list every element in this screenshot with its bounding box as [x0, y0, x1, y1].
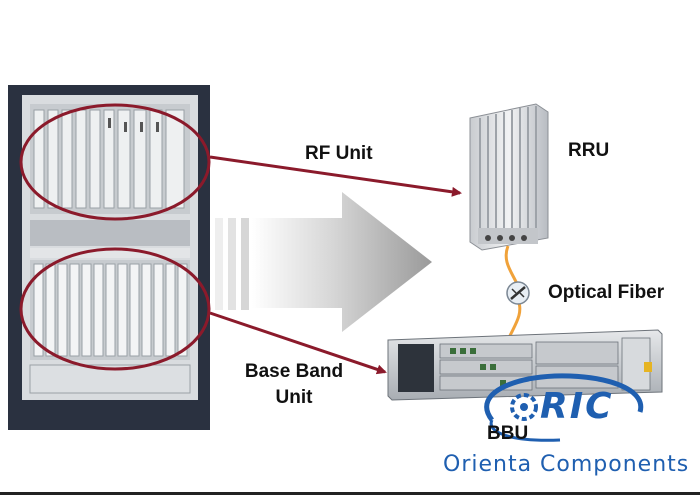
bottom-divider	[0, 492, 700, 495]
base-band-highlight	[19, 247, 211, 371]
rru-label: RRU	[568, 140, 610, 161]
rru-device	[469, 103, 549, 251]
base-band-unit-label: Base Band Unit	[238, 361, 350, 409]
bbu-label: BBU	[487, 423, 529, 444]
company-name: Orienta Components	[443, 452, 690, 477]
rf-unit-arrow	[209, 155, 462, 197]
rf-shelf-cards	[30, 104, 190, 214]
oric-logo-gear-icon	[510, 393, 538, 421]
base-band-arrow	[209, 311, 387, 375]
transition-arrow	[215, 192, 432, 332]
base-band-label-line2: Unit	[275, 387, 313, 408]
baseband-shelf-cards	[30, 260, 190, 360]
bbu-device	[387, 329, 663, 401]
rf-unit-highlight	[19, 103, 211, 221]
oric-logo	[484, 373, 644, 442]
optical-fiber	[504, 245, 530, 341]
logo-mark-text: RIC	[540, 386, 614, 427]
base-station-cabinet	[8, 85, 210, 430]
base-band-label-line1: Base Band	[244, 361, 344, 382]
rf-unit-label: RF Unit	[305, 143, 373, 164]
optical-fiber-label: Optical Fiber	[548, 282, 665, 303]
